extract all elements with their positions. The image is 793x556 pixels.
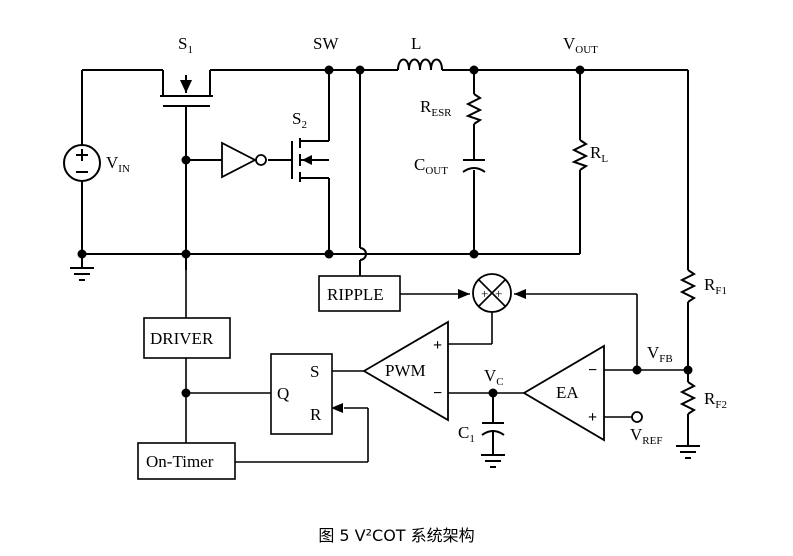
s1-label: S1 — [178, 34, 193, 56]
inductor-label: L — [411, 34, 421, 53]
rf2-resistor-icon — [679, 381, 697, 415]
arrow-icon — [514, 289, 526, 299]
s2-transistor-icon — [291, 138, 329, 182]
vfb-label: VFB — [647, 343, 673, 365]
rf1-label: RF1 — [704, 275, 727, 297]
sr-latch-block: S Q R — [270, 353, 333, 435]
summer-icon: + + — [472, 273, 512, 313]
ea-minus-sign: − — [588, 362, 597, 379]
ea-label: EA — [556, 383, 579, 402]
figure-caption: 图 5 V²COT 系统架构 — [318, 526, 475, 545]
resr-label: RESR — [420, 97, 452, 119]
inverter-icon — [221, 141, 267, 179]
latch-r-label: R — [310, 405, 322, 424]
rf1-resistor-icon — [679, 269, 697, 303]
pwm-label: PWM — [385, 361, 426, 380]
cout-capacitor-icon — [462, 159, 486, 173]
ontimer-label: On-Timer — [146, 452, 214, 471]
vin-label: VIN — [106, 153, 130, 175]
arrow-icon — [458, 289, 470, 299]
vc-label: VC — [484, 366, 504, 388]
vout-label: VOUT — [563, 34, 598, 56]
ripple-label: RIPPLE — [327, 285, 384, 304]
vref-label: VREF — [630, 425, 662, 447]
arrow-icon — [331, 403, 343, 413]
ground-icon — [70, 267, 94, 281]
summer-plus-left: + — [481, 286, 488, 301]
ripple-block: RIPPLE — [318, 275, 401, 312]
pwm-plus-sign: + — [433, 337, 442, 354]
resr-resistor-icon — [465, 93, 483, 125]
c1-label: C1 — [458, 423, 475, 445]
s1-transistor-icon — [160, 70, 213, 107]
cout-label: COUT — [414, 155, 448, 177]
rl-label: RL — [590, 143, 608, 165]
vin-source-icon — [63, 144, 101, 182]
ea-plus-sign: + — [588, 409, 597, 426]
driver-label: DRIVER — [150, 329, 214, 348]
summer-plus-right: + — [495, 286, 502, 301]
junction-dots — [77, 65, 693, 398]
c1-capacitor-icon — [481, 393, 505, 455]
rl-resistor-icon — [571, 139, 589, 171]
sw-label: SW — [313, 34, 339, 53]
s2-label: S2 — [292, 109, 307, 131]
rf2-label: RF2 — [704, 389, 727, 411]
latch-s-label: S — [310, 362, 319, 381]
driver-block: DRIVER — [143, 317, 231, 359]
ea-amplifier: EA − + — [522, 344, 605, 442]
ontimer-block: On-Timer — [137, 442, 236, 480]
pwm-comparator: PWM + − — [362, 320, 449, 422]
vref-terminal-icon — [631, 411, 643, 423]
pwm-minus-sign: − — [433, 385, 442, 402]
inductor-icon — [397, 58, 443, 71]
ground-icon — [676, 445, 700, 459]
ground-icon — [481, 454, 505, 468]
latch-q-label: Q — [277, 384, 289, 403]
